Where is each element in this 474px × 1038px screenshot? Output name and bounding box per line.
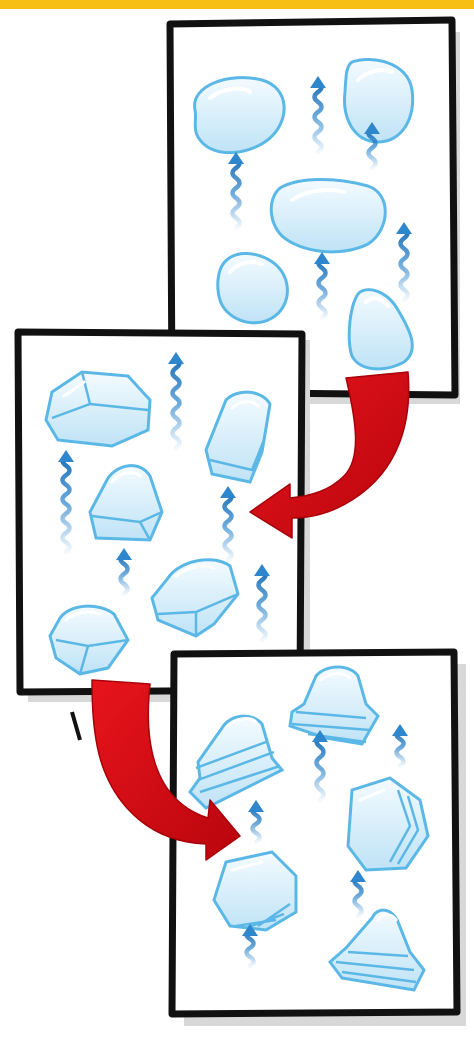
layered-crystal xyxy=(214,852,296,930)
liquid-droplet xyxy=(218,253,288,322)
border-fragment xyxy=(72,712,80,740)
liquid-droplet xyxy=(345,59,413,142)
top-accent-bar xyxy=(0,0,474,9)
liquid-droplet xyxy=(271,180,385,252)
